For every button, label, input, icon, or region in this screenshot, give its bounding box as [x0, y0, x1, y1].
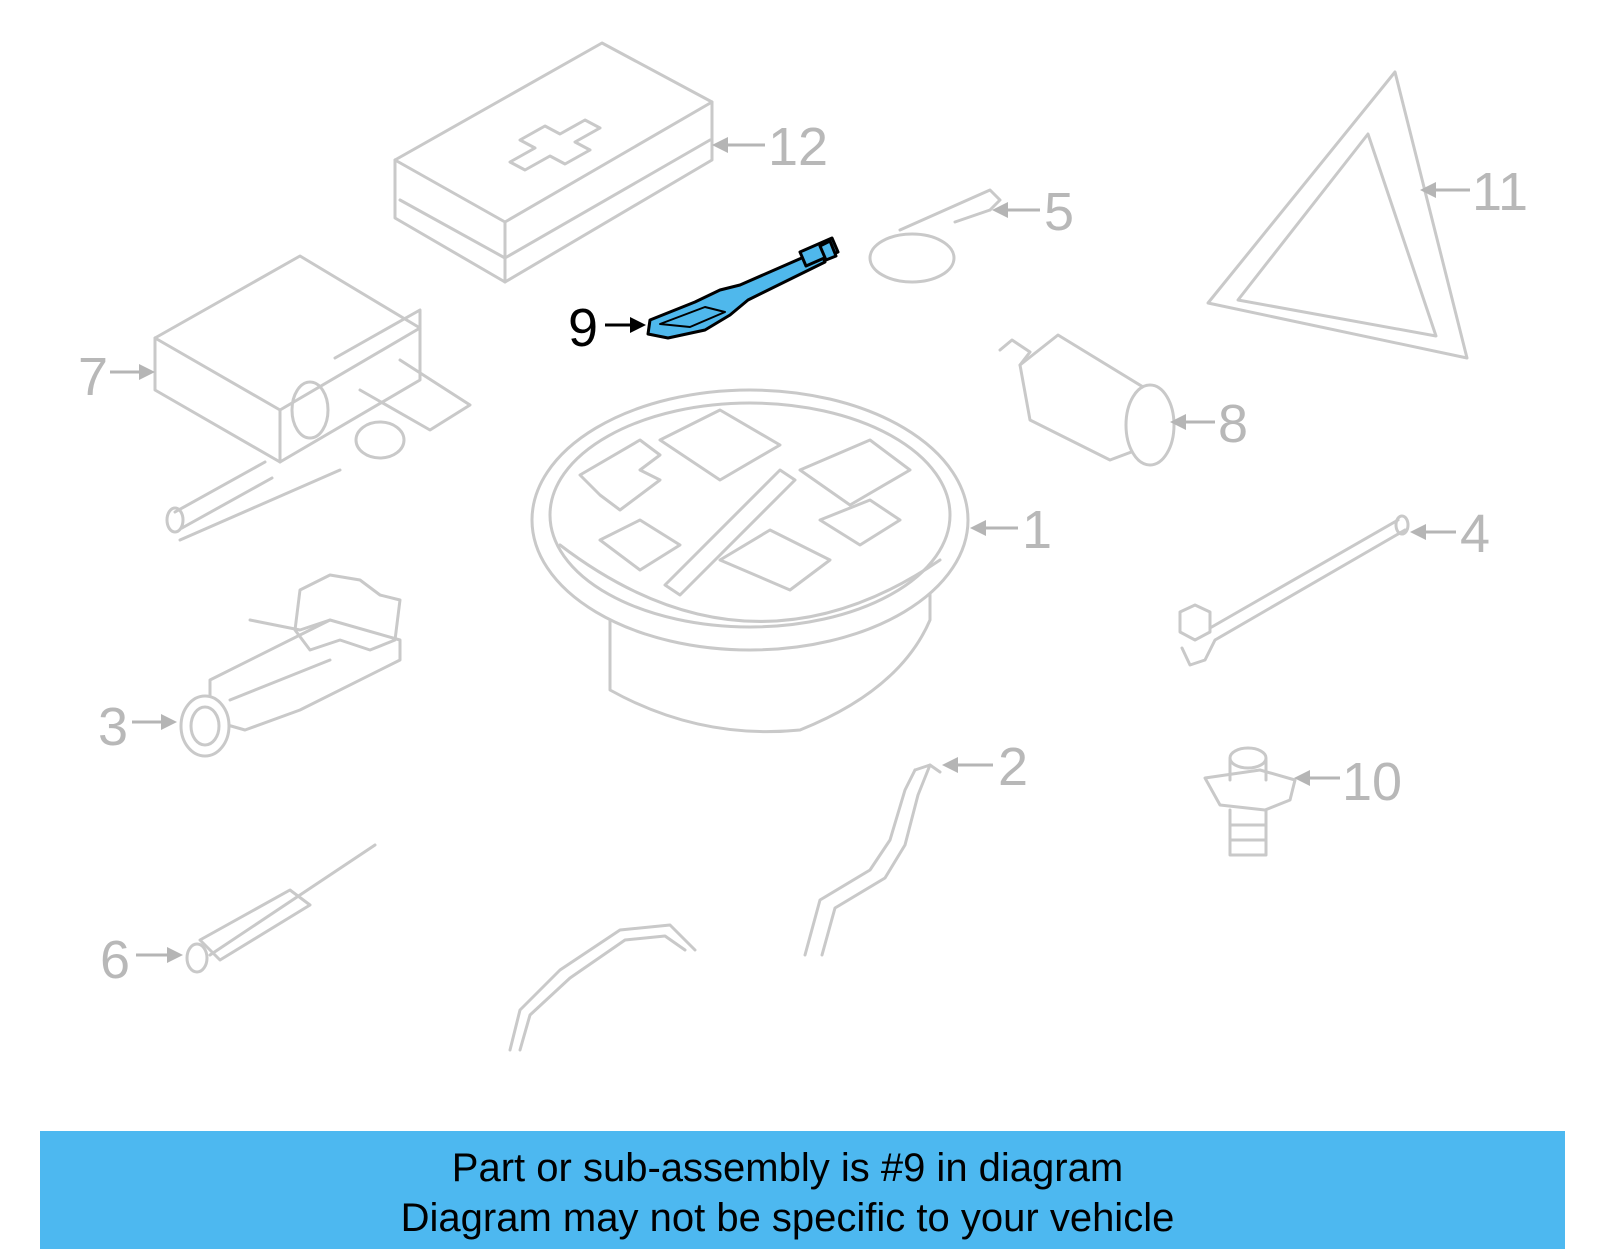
callout-3: 3 — [98, 697, 177, 757]
callout-5: 5 — [992, 182, 1074, 242]
part-6-valve-tool — [185, 843, 377, 974]
callout-1: 1 — [970, 500, 1052, 560]
svg-text:12: 12 — [768, 117, 828, 177]
callout-7: 7 — [78, 347, 155, 407]
svg-text:7: 7 — [78, 347, 108, 407]
part-cable — [508, 923, 697, 1052]
svg-text:10: 10 — [1342, 752, 1402, 812]
part-9-highlighted — [646, 236, 840, 340]
callout-10: 10 — [1294, 752, 1402, 812]
svg-text:9: 9 — [568, 298, 598, 358]
callout-9: 9 — [568, 298, 646, 358]
svg-text:2: 2 — [998, 737, 1028, 797]
callout-2: 2 — [942, 737, 1028, 797]
part-4-wheel-wrench — [1178, 514, 1410, 667]
banner-line-1: Part or sub-assembly is #9 in diagram — [451, 1146, 1124, 1190]
callout-8: 8 — [1170, 394, 1248, 454]
callout-6: 6 — [100, 930, 183, 990]
svg-text:8: 8 — [1218, 394, 1248, 454]
svg-text:6: 6 — [100, 930, 130, 990]
part-3-jack — [179, 573, 402, 758]
info-banner: Part or sub-assembly is #9 in diagram Di… — [40, 1131, 1565, 1249]
svg-text:4: 4 — [1460, 504, 1490, 564]
callout-12: 12 — [712, 117, 828, 177]
svg-text:5: 5 — [1044, 182, 1074, 242]
callout-4: 4 — [1410, 504, 1490, 564]
callout-11: 11 — [1420, 162, 1528, 222]
part-11-warning-triangle — [1206, 70, 1469, 360]
part-8-sealant-bottle — [998, 333, 1176, 467]
part-12-first-aid-kit — [393, 41, 714, 284]
part-5-towing-eye — [868, 188, 1002, 284]
banner-line-2: Diagram may not be specific to your vehi… — [400, 1196, 1175, 1240]
part-2-strap — [803, 763, 942, 957]
part-1-storage-tray — [530, 388, 970, 734]
svg-text:3: 3 — [98, 697, 128, 757]
svg-text:11: 11 — [1472, 162, 1528, 222]
part-10-wheel-lock — [1203, 746, 1297, 857]
svg-text:1: 1 — [1022, 500, 1052, 560]
part-7-compressor — [153, 254, 472, 542]
